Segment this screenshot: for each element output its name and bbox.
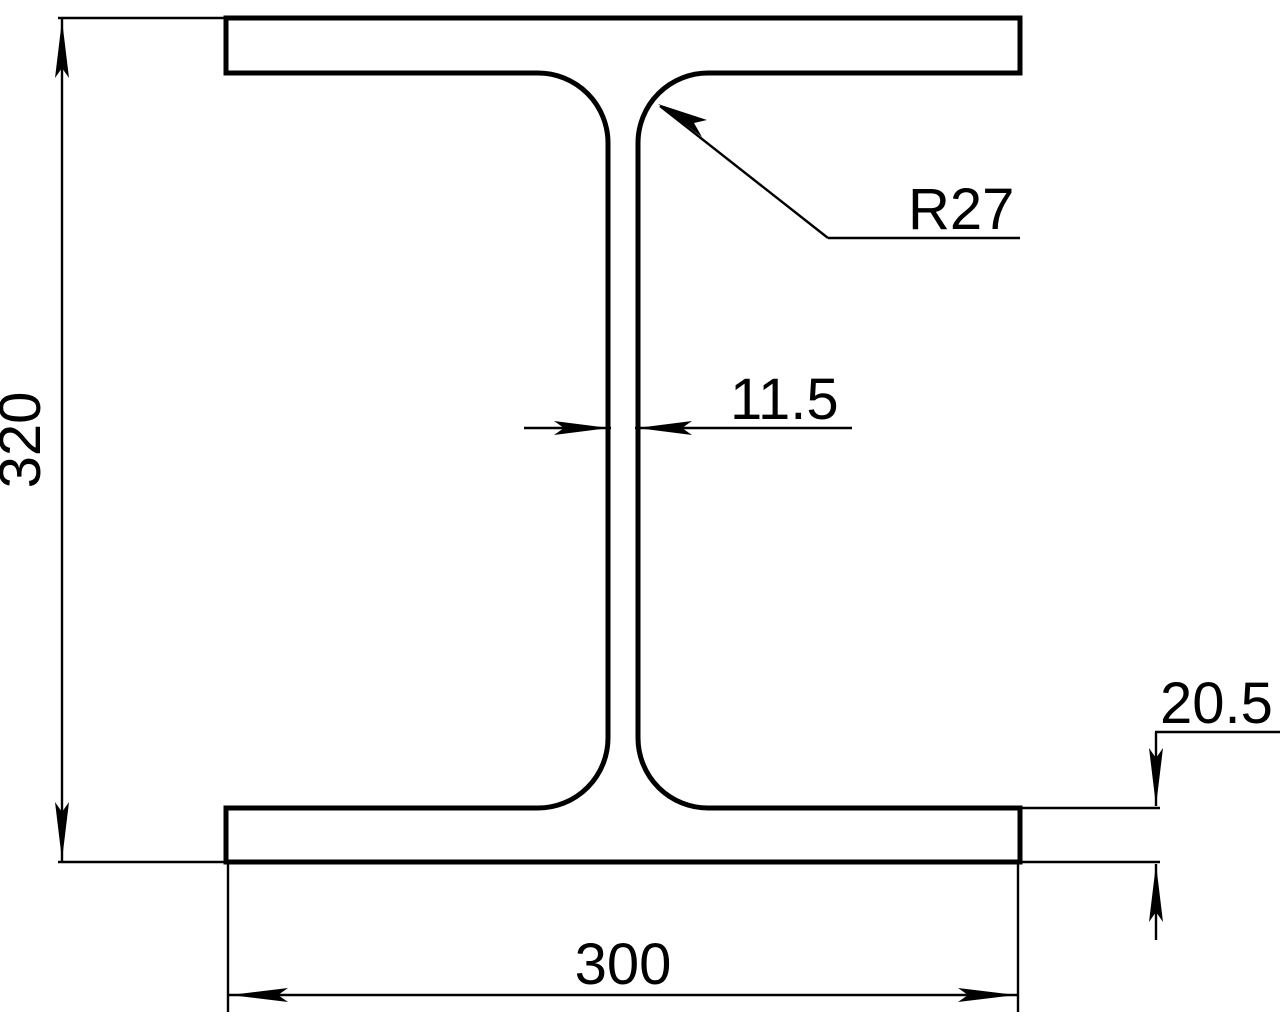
dimension-height-320: 320 xyxy=(0,16,232,864)
arrow-head-width-left xyxy=(230,988,288,1002)
arrow-head-web-left xyxy=(554,421,609,435)
dim-text-width: 300 xyxy=(575,932,672,997)
dim-text-height: 320 xyxy=(0,392,53,489)
arrow-head-height-top xyxy=(55,20,69,78)
i-beam-outline xyxy=(223,15,1023,865)
dimension-flange-thickness-205: 20.5 xyxy=(1016,671,1280,940)
arrow-head-radius xyxy=(658,104,707,137)
dim-text-web-thickness: 11.5 xyxy=(730,367,839,432)
leader-line-radius xyxy=(659,105,829,239)
dimension-web-thickness-115: 11.5 xyxy=(524,367,852,435)
arrow-head-height-bottom xyxy=(55,802,69,860)
dimension-root-radius-r27: R27 xyxy=(658,104,1020,242)
arrow-head-web-right xyxy=(637,421,692,435)
i-beam-profile xyxy=(223,15,1023,865)
arrow-head-flange-bottom xyxy=(1149,864,1163,922)
arrow-head-flange-top xyxy=(1149,748,1163,806)
dim-text-root-radius: R27 xyxy=(908,177,1014,242)
dim-text-flange-thickness: 20.5 xyxy=(1160,671,1273,736)
dimension-width-300: 300 xyxy=(226,862,1020,1012)
arrow-head-width-right xyxy=(958,988,1016,1002)
